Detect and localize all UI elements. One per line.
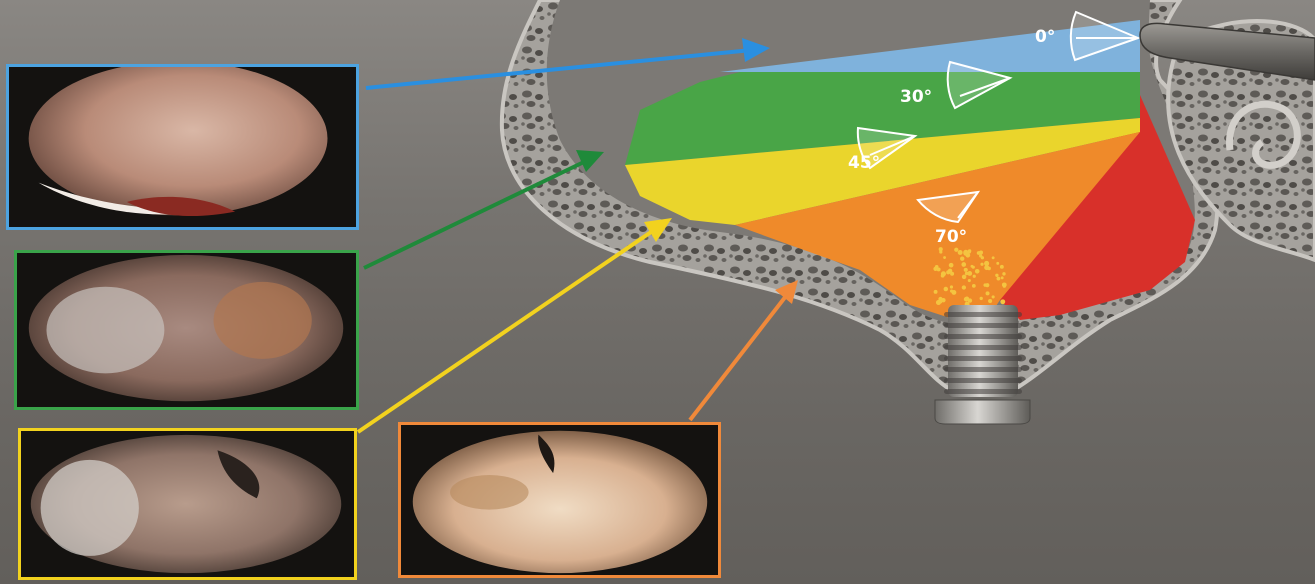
implant-thread — [944, 345, 1022, 350]
implant-thread — [944, 367, 1022, 372]
spray-dot — [980, 297, 983, 300]
angle-label-0: 0° — [1035, 27, 1055, 47]
implant-thread — [944, 378, 1022, 383]
spray-dot — [984, 265, 989, 270]
spray-dot — [992, 295, 995, 298]
spray-dot — [972, 284, 976, 288]
implant-thread — [944, 389, 1022, 394]
angle-label-45: 45° — [848, 153, 880, 173]
endoscope-photo-0deg — [6, 64, 359, 230]
spray-dot — [960, 256, 964, 260]
spray-dot — [964, 268, 968, 272]
arrow-yellow — [358, 230, 654, 432]
spray-dot — [981, 256, 984, 259]
spray-dot — [964, 297, 969, 302]
spray-dot — [973, 275, 976, 278]
spray-dot — [997, 277, 1001, 281]
dental-implant — [935, 305, 1030, 424]
spray-dot — [1001, 276, 1004, 279]
angle-label-70: 70° — [935, 227, 967, 247]
spray-dot — [992, 256, 995, 259]
spray-dot — [971, 265, 974, 268]
endoscope-photo-30deg — [14, 250, 359, 410]
spray-dot — [1002, 272, 1005, 275]
spray-dot — [951, 290, 956, 295]
spray-dot — [983, 283, 986, 286]
spray-dot — [949, 263, 954, 268]
spray-dot — [958, 250, 963, 255]
spray-dot — [995, 274, 998, 277]
spray-dot — [962, 285, 966, 289]
endoscope-photo-45deg — [18, 428, 357, 580]
spray-dot — [941, 274, 945, 278]
spray-dot — [986, 291, 990, 295]
implant-thread — [944, 323, 1022, 328]
spray-dot — [1000, 299, 1005, 304]
spray-dot — [948, 269, 952, 273]
angle-label-30: 30° — [900, 87, 932, 107]
spray-dot — [950, 285, 953, 288]
spray-dot — [996, 262, 999, 265]
spray-dot — [962, 275, 966, 279]
endoscope-photo-70deg — [398, 422, 721, 578]
spray-dot — [1003, 285, 1006, 288]
spray-dot — [965, 272, 968, 275]
implant-thread — [944, 334, 1022, 339]
spray-dot — [963, 250, 968, 255]
spray-dot — [988, 299, 992, 303]
spray-dot — [937, 267, 941, 271]
implant-thread — [944, 312, 1022, 317]
arrow-orange — [690, 296, 786, 420]
spray-dot — [934, 290, 938, 294]
spray-dot — [941, 298, 945, 302]
spray-dot — [975, 269, 980, 274]
spray-dot — [980, 263, 983, 266]
spray-dot — [968, 279, 971, 282]
spray-dot — [943, 256, 946, 259]
spray-dot — [1000, 265, 1004, 269]
spray-dot — [944, 287, 948, 291]
implant-thread — [944, 356, 1022, 361]
spray-dot — [939, 250, 942, 253]
spray-dot — [961, 262, 966, 267]
spray-dot — [954, 248, 958, 252]
spray-dot — [977, 251, 981, 255]
